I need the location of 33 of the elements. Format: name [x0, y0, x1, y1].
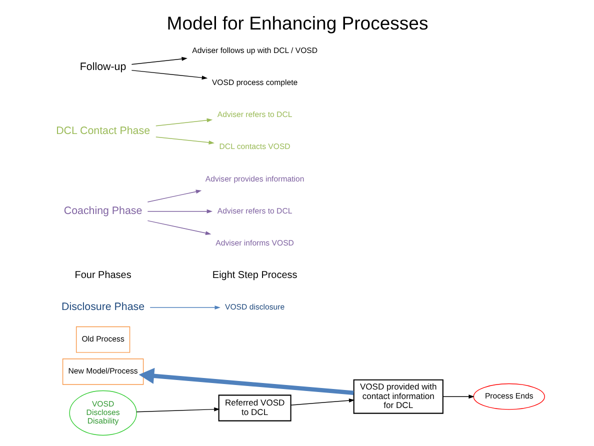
arrow — [290, 398, 354, 406]
node-box: Referred VOSD to DCL — [218, 394, 291, 421]
node-text: Adviser follows up with DCL / VOSD — [192, 46, 318, 55]
label: Four Phases — [74, 270, 131, 281]
arrow — [155, 118, 212, 126]
node-text: DCL contacts VOSD — [218, 142, 290, 151]
arrow — [146, 208, 212, 213]
node-text: Adviser refers to DCL — [216, 206, 292, 215]
arrow — [146, 220, 211, 235]
node-box: Old Process — [75, 326, 130, 352]
arrow — [146, 189, 202, 202]
node-text: Follow-up — [79, 60, 126, 72]
arrow — [149, 305, 220, 310]
node-text: Adviser refers to DCL — [216, 110, 292, 119]
label: Eight Step Process — [212, 270, 297, 281]
node-box: VOSD provided with contact information for DCL — [352, 378, 443, 414]
arrow — [155, 136, 214, 144]
node-text: DCL Contact Phase — [56, 124, 150, 137]
node-text: VOSD process complete — [211, 78, 298, 87]
arrow — [138, 367, 354, 394]
node-ellipse: Process Ends — [472, 382, 544, 410]
node-text: VOSD disclosure — [224, 302, 284, 312]
arrow — [442, 394, 474, 398]
arrow — [136, 406, 220, 412]
diagram-title: Model for Enhancing Processes — [166, 12, 428, 34]
node-text: Coaching Phase — [63, 204, 142, 216]
node-ellipse: VOSD Discloses Disability — [68, 390, 136, 436]
arrow — [130, 56, 187, 64]
node-text: Disclosure Phase — [61, 300, 144, 313]
node-text: Adviser provides information — [204, 174, 304, 183]
arrow — [130, 69, 208, 80]
node-box: New Model/Process — [62, 358, 144, 384]
node-text: Adviser informs VOSD — [215, 238, 294, 247]
